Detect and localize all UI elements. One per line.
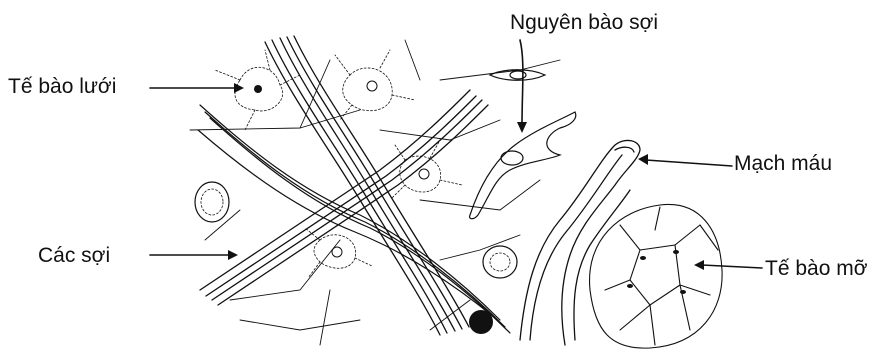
fiber-bundle-c	[198, 105, 510, 333]
fibroblast-arrow-line	[520, 40, 523, 125]
reticular-cell-2	[305, 50, 462, 278]
label-blood-vessel: Mạch máu	[734, 153, 832, 174]
blood-vessel-arrow-line	[646, 160, 732, 166]
fat-cells	[590, 204, 723, 348]
fat-cell-arrow-line	[702, 265, 762, 268]
blood-vessel	[520, 140, 640, 345]
label-fibers: Các sợi	[38, 245, 110, 266]
label-fibroblast: Nguyên bào sợi	[510, 12, 658, 33]
label-reticular-cell: Tế bào lưới	[8, 76, 116, 97]
fiber-bundle-a	[265, 36, 469, 335]
leader-lines	[150, 40, 762, 268]
thin-fibers	[190, 40, 560, 345]
label-fat-cell: Tế bào mỡ	[765, 258, 867, 279]
